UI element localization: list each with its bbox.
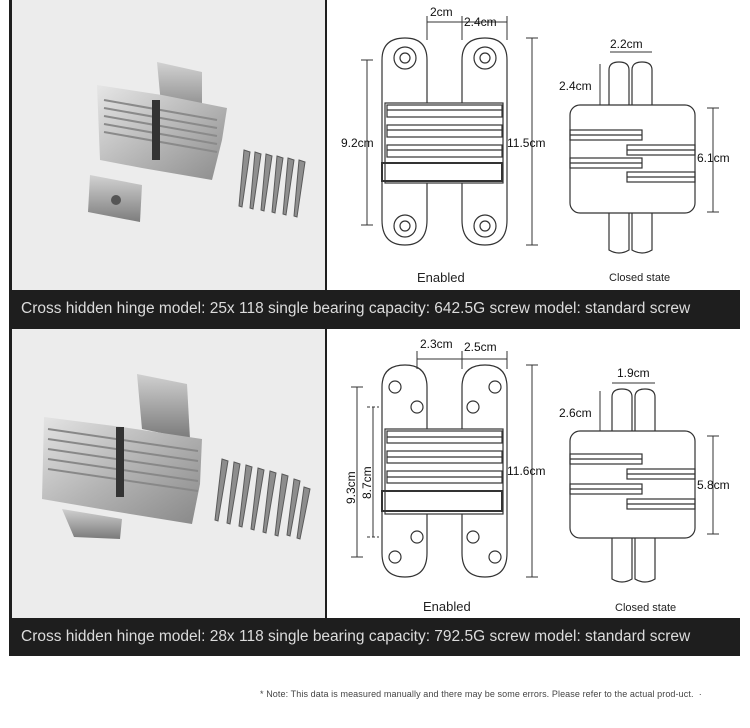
hinge-product-image: [42, 374, 311, 540]
note-text: * Note: This data is measured manually a…: [260, 689, 702, 699]
dim-closed-height-1: 6.1cm: [697, 151, 730, 165]
hinge-technical-drawing: 2cm 2.4cm 9.2cm 11.5cm: [341, 5, 730, 285]
dim-closed-width-2: 1.9cm: [617, 366, 650, 380]
measurement-note: * Note: This data is measured manually a…: [260, 688, 738, 700]
dim-closed-height-2: 5.8cm: [697, 478, 730, 492]
dim-total-height-2: 11.6cm: [507, 464, 545, 478]
dimension-diagram-1: 2cm 2.4cm 9.2cm 11.5cm: [327, 0, 740, 290]
hinge-photo-2: [12, 329, 325, 618]
dim-leaf-width-1: 2.4cm: [464, 15, 497, 29]
enabled-label-1: Enabled: [417, 270, 465, 285]
closed-state-label-1: Closed state: [609, 272, 670, 284]
dim-closed-width-1: 2.2cm: [610, 37, 643, 51]
hinge-technical-drawing: 2.3cm 2.5cm 9.3cm 8.7cm 11.6cm: [344, 337, 730, 614]
enabled-label-2: Enabled: [423, 599, 471, 614]
spec-caption-1: Cross hidden hinge model: 25x 118 single…: [21, 300, 691, 317]
dim-closed-offset-2: 2.6cm: [559, 406, 592, 420]
hinge-product-image: [88, 62, 306, 222]
spec-caption-2: Cross hidden hinge model: 28x 118 single…: [21, 628, 691, 645]
dim-gap-2: 2.3cm: [420, 337, 453, 351]
dim-inner-hole-height-2: 8.7cm: [360, 466, 374, 499]
product-panel-2: 2.3cm 2.5cm 9.3cm 8.7cm 11.6cm: [9, 329, 740, 656]
dim-total-height-1: 11.5cm: [507, 136, 545, 150]
product-panel-1: 2cm 2.4cm 9.2cm 11.5cm: [9, 0, 740, 330]
dimension-diagram-2: 2.3cm 2.5cm 9.3cm 8.7cm 11.6cm: [327, 329, 740, 618]
dim-gap-1: 2cm: [430, 5, 453, 19]
closed-state-label-2: Closed state: [615, 602, 676, 614]
dim-outer-hole-height-2: 9.3cm: [344, 471, 358, 504]
dim-leaf-width-2: 2.5cm: [464, 340, 497, 354]
dim-inner-height-1: 9.2cm: [341, 136, 374, 150]
hinge-photo-1: [12, 0, 325, 290]
dim-closed-offset-1: 2.4cm: [559, 79, 592, 93]
